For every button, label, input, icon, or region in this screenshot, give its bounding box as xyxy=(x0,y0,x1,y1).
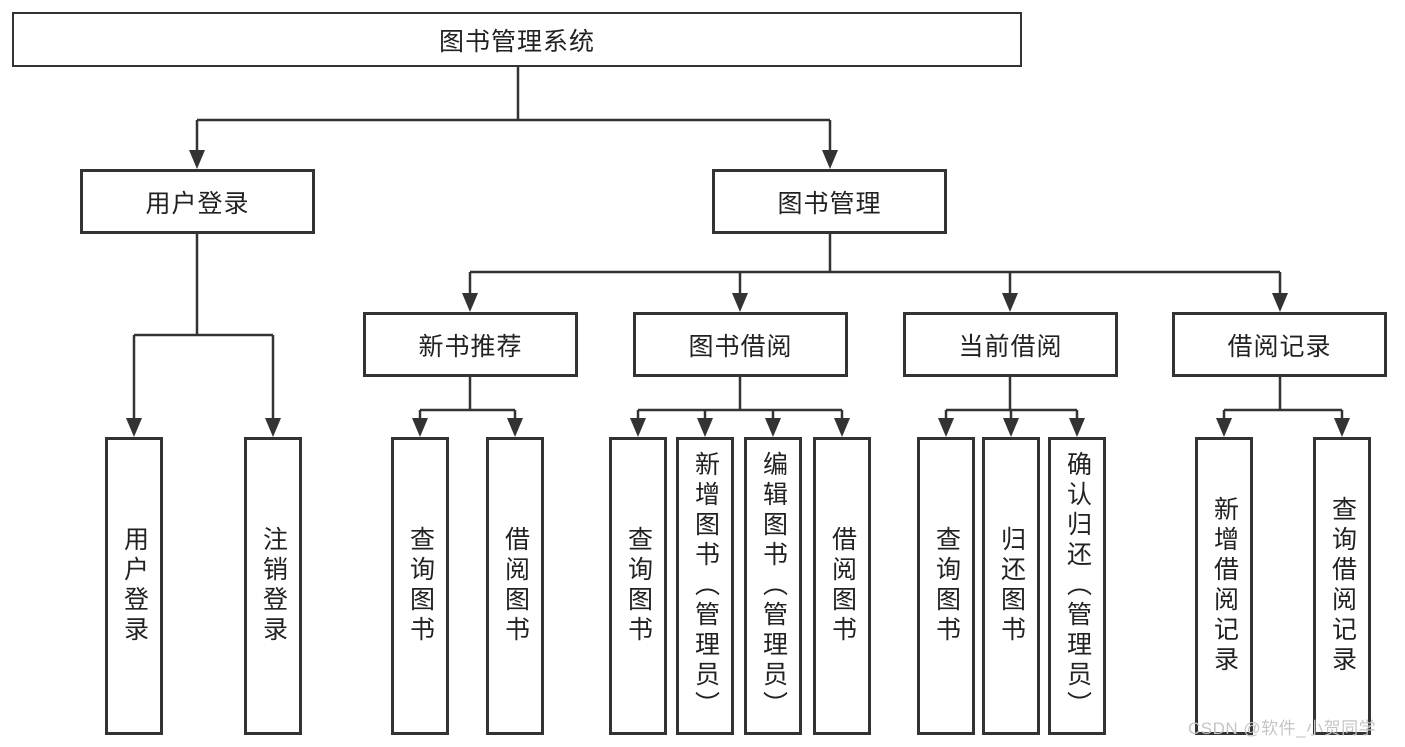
node-user-login: 用户登录 xyxy=(80,169,315,234)
leaf-br-add-record: 新增借阅记录 xyxy=(1195,437,1253,735)
node-book-borrow: 图书借阅 xyxy=(633,312,848,377)
leaf-br-query-record: 查询借阅记录 xyxy=(1313,437,1371,735)
leaf-cb-confirm-return-admin: 确认归还（管理员） xyxy=(1048,437,1106,735)
node-library-management-system: 图书管理系统 xyxy=(12,12,1022,67)
node-book-management: 图书管理 xyxy=(712,169,947,234)
node-new-book-recommend: 新书推荐 xyxy=(363,312,578,377)
leaf-bb-add-book-admin: 新增图书（管理员） xyxy=(676,437,734,735)
node-current-borrow: 当前借阅 xyxy=(903,312,1118,377)
leaf-nbr-query-book: 查询图书 xyxy=(391,437,449,735)
leaf-cb-return-book: 归还图书 xyxy=(982,437,1040,735)
node-borrow-record: 借阅记录 xyxy=(1172,312,1387,377)
csdn-watermark: CSDN @软件_小贺同学 xyxy=(1188,719,1377,738)
leaf-bb-edit-book-admin: 编辑图书（管理员） xyxy=(744,437,802,735)
leaf-nbr-borrow-book: 借阅图书 xyxy=(486,437,544,735)
leaf-logout-login: 注销登录 xyxy=(244,437,302,735)
leaf-cb-query-book: 查询图书 xyxy=(917,437,975,735)
leaf-user-login: 用户登录 xyxy=(105,437,163,735)
leaf-bb-borrow-book: 借阅图书 xyxy=(813,437,871,735)
leaf-bb-query-book: 查询图书 xyxy=(609,437,667,735)
